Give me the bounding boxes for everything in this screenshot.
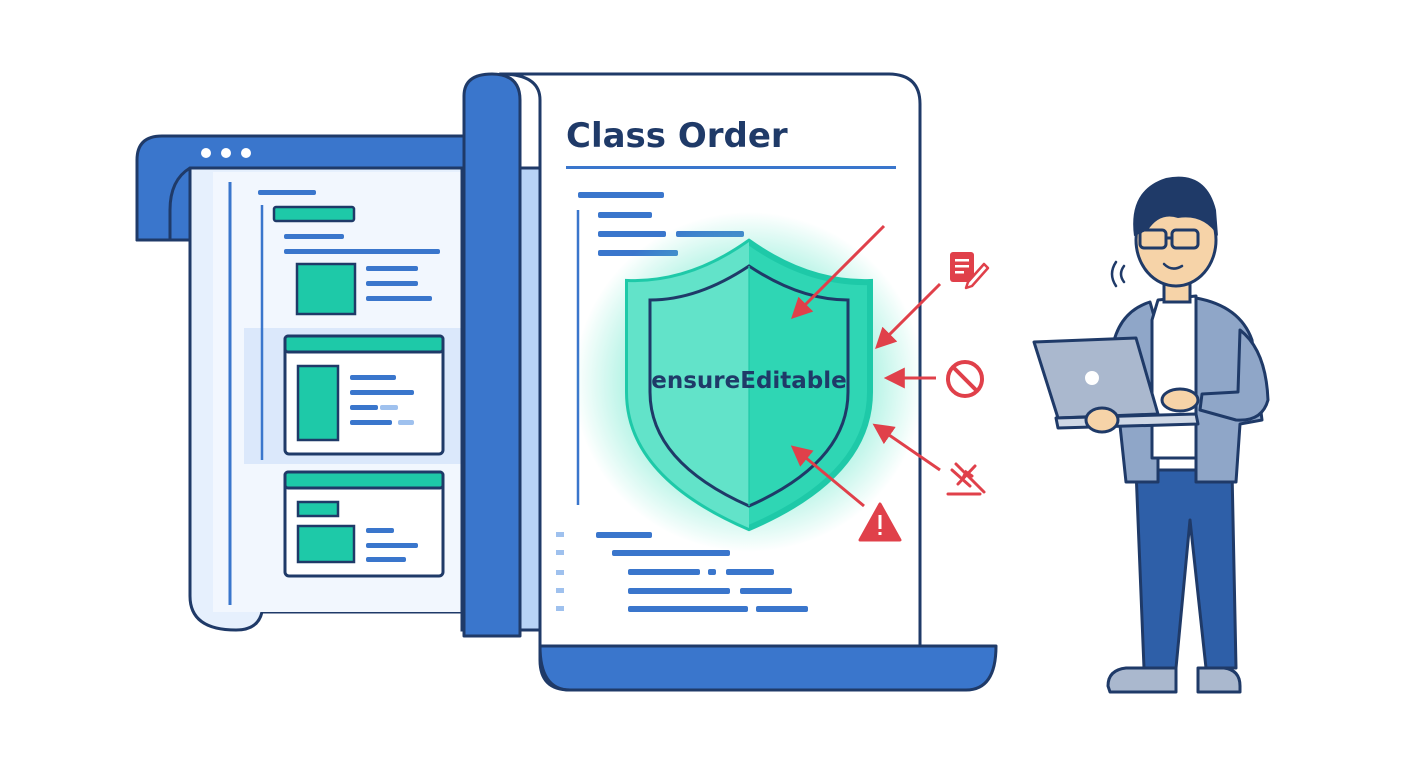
window-dot-2	[221, 148, 231, 158]
shield-label: ensureEditable	[651, 368, 847, 394]
title-underline	[566, 166, 896, 169]
warning-icon	[858, 502, 902, 542]
broken-tool-icon	[946, 462, 986, 496]
edit-document-icon	[950, 252, 990, 290]
shield-guard: ensureEditable	[574, 212, 924, 552]
arrow-1	[791, 224, 886, 319]
glasses-icon	[1138, 228, 1200, 250]
window-dot-3	[241, 148, 251, 158]
developer-person	[1032, 176, 1270, 694]
arrow-2	[875, 282, 942, 349]
window-dot-1	[201, 148, 211, 158]
prohibited-icon	[946, 360, 984, 398]
mini-window-card-2	[283, 334, 445, 456]
laptop-icon	[1032, 336, 1200, 430]
browser-window-scroll	[135, 134, 492, 632]
laptop-logo-icon	[1085, 371, 1099, 385]
card-thumbnail-1	[295, 262, 357, 316]
threat-arrows	[790, 224, 942, 508]
mini-window-card-3	[283, 470, 445, 578]
arrow-5	[790, 445, 865, 508]
arrow-4	[872, 423, 941, 472]
document-title: Class Order	[566, 116, 788, 156]
